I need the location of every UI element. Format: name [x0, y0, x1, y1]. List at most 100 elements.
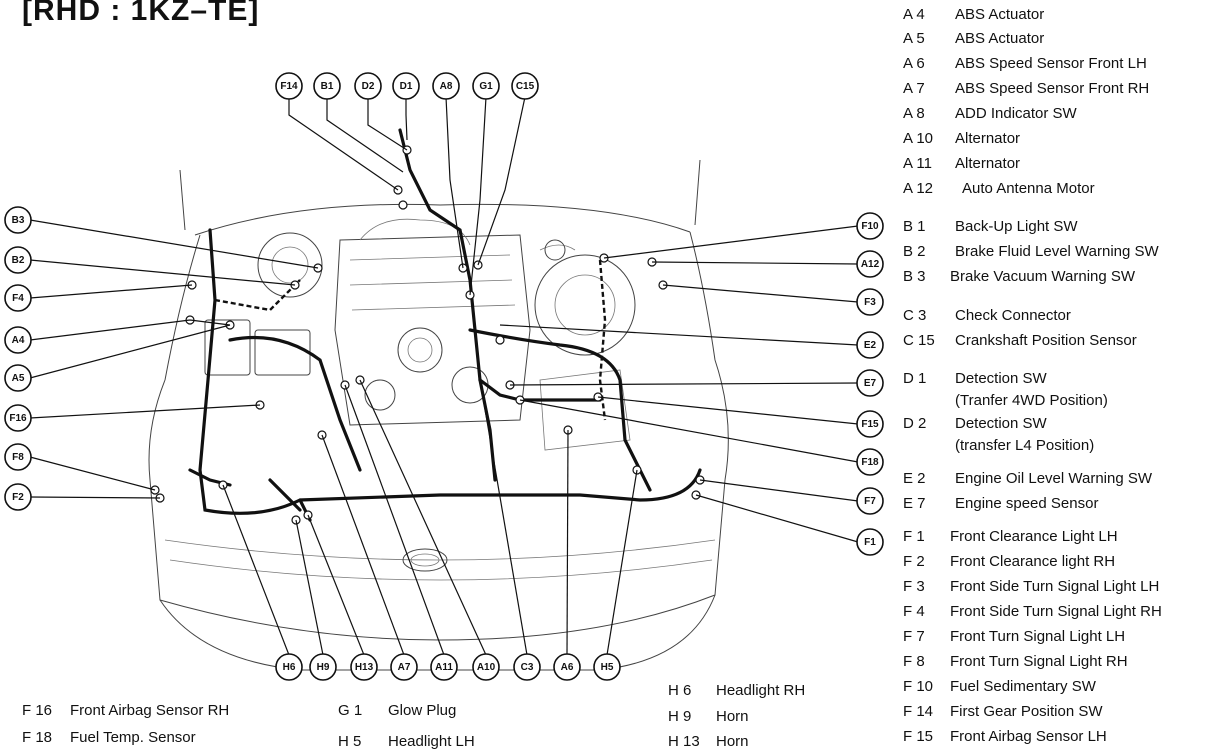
- legend-code: D 2: [903, 415, 927, 432]
- callout-c3: C3: [513, 653, 541, 681]
- legend-code: A 5: [903, 30, 925, 47]
- legend-label: Back-Up Light SW: [955, 218, 1078, 235]
- legend-label: Front Turn Signal Light RH: [950, 653, 1128, 670]
- wiring-harness: [188, 128, 702, 522]
- callout-label: A4: [12, 335, 25, 346]
- callout-circle: [856, 528, 884, 556]
- callout-f4: F4: [4, 284, 32, 312]
- callout-label: A6: [561, 662, 574, 673]
- callout-label: F14: [280, 81, 298, 92]
- legend-label: Crankshaft Position Sensor: [955, 332, 1137, 349]
- legend-label: ADD Indicator SW: [955, 105, 1077, 122]
- callout-a8: A8: [432, 72, 460, 100]
- callout-d2: D2: [354, 72, 382, 100]
- callout-d1: D1: [392, 72, 420, 100]
- legend-code: F 14: [903, 703, 934, 720]
- legend-code: F 1: [903, 528, 925, 545]
- legend-label: Alternator: [955, 155, 1021, 172]
- leader-lines: [29, 96, 859, 656]
- callout-circle: [511, 72, 539, 100]
- callout-circle: [4, 246, 32, 274]
- callout-circle: [856, 448, 884, 476]
- legend-label: ABS Actuator: [955, 30, 1045, 47]
- legend-label: Detection SW: [955, 415, 1047, 432]
- callout-label: D1: [400, 81, 413, 92]
- callout-circle: [856, 410, 884, 438]
- callout-circle: [856, 288, 884, 316]
- callout-circle: [856, 369, 884, 397]
- callout-circle: [553, 653, 581, 681]
- legend-row: A 8 ADD Indicator SW: [903, 105, 1077, 122]
- callout-label: F16: [9, 413, 27, 424]
- legend-code: F 18: [22, 729, 53, 746]
- legend-label: Detection SW: [955, 370, 1047, 387]
- legend-code: A 8: [903, 105, 925, 122]
- callout-circle: [350, 653, 378, 681]
- legend-label: Headlight LH: [388, 733, 475, 750]
- callout-label: H6: [283, 662, 296, 673]
- callout-circle: [275, 72, 303, 100]
- legend-code: A 6: [903, 55, 925, 72]
- legend-code: F 7: [903, 628, 925, 645]
- callout-label: H5: [601, 662, 614, 673]
- legend-label: Engine speed Sensor: [955, 495, 1099, 512]
- legend-code: A 12: [903, 180, 934, 197]
- callout-b2: B2: [4, 246, 32, 274]
- legend-label: Brake Vacuum Warning SW: [950, 268, 1136, 285]
- callout-label: A12: [861, 259, 880, 270]
- callout-circle: [856, 250, 884, 278]
- engine-components: [204, 218, 636, 451]
- legend-label: Front Airbag Sensor LH: [950, 728, 1107, 745]
- callout-h5: H5: [593, 653, 621, 681]
- legend-row: C 15 Crankshaft Position Sensor: [903, 332, 1137, 349]
- callout-label: H13: [355, 662, 374, 673]
- callout-a12: A12: [856, 250, 884, 278]
- callout-circle: [4, 404, 32, 432]
- callout-h13: H13: [350, 653, 378, 681]
- legend-code: F 3: [903, 578, 925, 595]
- legend-code: A 7: [903, 80, 925, 97]
- callout-a7: A7: [390, 653, 418, 681]
- callout-circle: [593, 653, 621, 681]
- callout-a6: A6: [553, 653, 581, 681]
- legend-label: Horn: [716, 708, 749, 725]
- callout-circle: [313, 72, 341, 100]
- callout-circle: [354, 72, 382, 100]
- callout-f10: F10: [856, 212, 884, 240]
- legend-row: D 1 Detection SW: [903, 370, 1047, 387]
- callout-circle: [4, 206, 32, 234]
- legend-code: D 1: [903, 370, 927, 387]
- callout-circle: [430, 653, 458, 681]
- callout-circle: [309, 653, 337, 681]
- legend-row: F 1 Front Clearance Light LH: [903, 528, 1118, 545]
- callout-label: B3: [12, 215, 25, 226]
- callout-label: F8: [12, 452, 24, 463]
- callout-a5: A5: [4, 364, 32, 392]
- callout-label: F18: [861, 457, 879, 468]
- legend-code: F 8: [903, 653, 925, 670]
- legend-code: B 1: [903, 218, 926, 235]
- legend-code: C 15: [903, 332, 935, 349]
- legend-row: A 5 ABS Actuator: [903, 30, 1044, 47]
- legend-code: B 3: [903, 268, 926, 285]
- callout-f7: F7: [856, 487, 884, 515]
- legend-label: Front Clearance Light LH: [950, 528, 1118, 545]
- callout-circle: [513, 653, 541, 681]
- callout-circle: [856, 212, 884, 240]
- legend-code: C 3: [903, 307, 927, 324]
